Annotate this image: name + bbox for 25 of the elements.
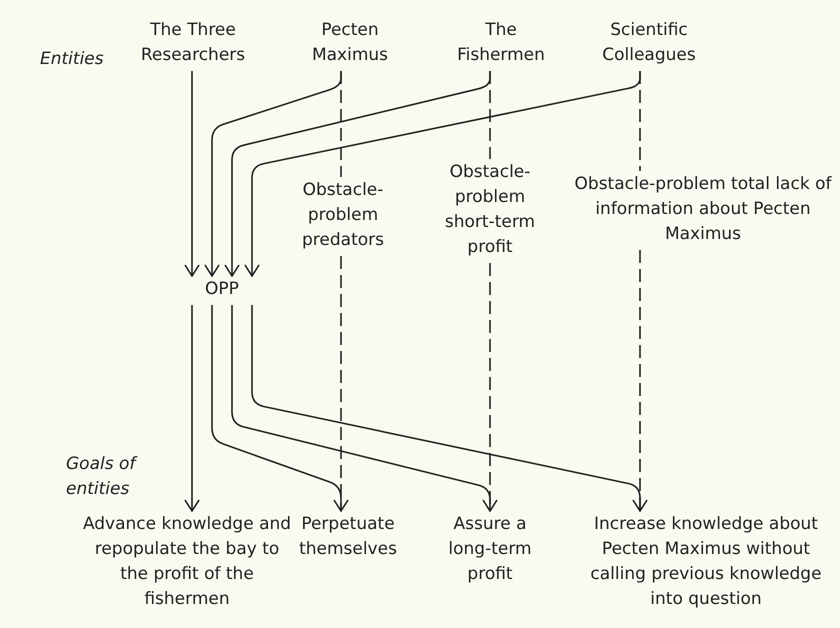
arrow <box>184 71 200 277</box>
arrow <box>251 305 648 512</box>
obstacle-label: Obstacle-problem total lack of information about Pecten Maximus <box>566 172 840 247</box>
dashed-line <box>489 263 491 511</box>
row-heading: Entities <box>40 48 104 71</box>
entity-label: Pecten Maximus <box>292 18 408 68</box>
row-heading: Goals of entities <box>66 453 138 501</box>
dashed-line <box>639 71 641 171</box>
entity-label: Scientific Colleagues <box>584 18 714 68</box>
arrow <box>231 305 498 512</box>
goal-label: Advance knowledge and repopulate the bay to the profit of the fishermen <box>82 512 292 612</box>
obstacle-label: Obstacle-problem short-term profit <box>428 160 552 260</box>
arrow <box>211 305 349 512</box>
obstacle-label: Obstacle-problem predators <box>283 178 403 253</box>
arrow <box>184 305 200 512</box>
entity-label: The Three Researchers <box>132 18 254 68</box>
dashed-line <box>340 256 342 511</box>
goal-label: Increase knowledge about Pecten Maximus without calling previous knowledge into question <box>572 512 840 612</box>
goal-label: Assure a long-term profit <box>432 512 548 587</box>
dashed-line <box>489 71 491 159</box>
goal-label: Perpetuate themselves <box>292 512 404 562</box>
opp-label: OPP <box>186 277 258 302</box>
dashed-line <box>340 71 342 177</box>
dashed-line <box>639 250 641 511</box>
entity-label: The Fishermen <box>440 18 562 68</box>
